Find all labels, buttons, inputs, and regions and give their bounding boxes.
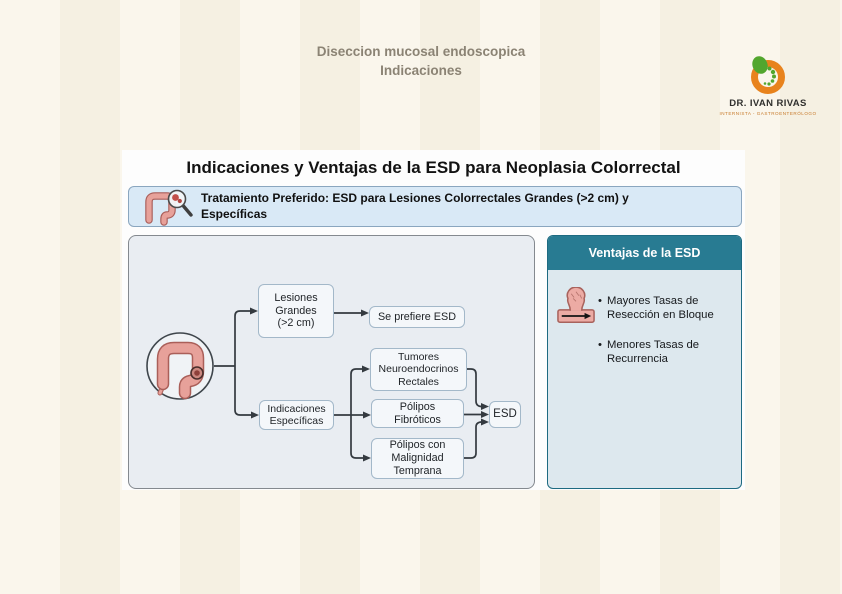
stomach-gut-logo-icon xyxy=(751,56,785,94)
doctor-name: DR. IVAN RIVAS xyxy=(729,98,807,109)
doctor-logo: DR. IVAN RIVAS INTERNISTA - GASTROENTERÓ… xyxy=(712,55,824,116)
node-polipos-malignidad: Pólipos con Malignidad Temprana xyxy=(371,438,464,479)
slide-title-line2: Indicaciones xyxy=(380,63,462,79)
colon-illustration-icon xyxy=(146,332,214,400)
node-polipos-malignidad-label: Pólipos con Malignidad Temprana xyxy=(389,439,446,477)
colon-magnifier-icon xyxy=(145,189,193,226)
node-indicaciones-especificas: Indicaciones Específicas xyxy=(259,400,334,430)
flowchart-panel: Lesiones Grandes (>2 cm) Se prefiere ESD… xyxy=(128,235,535,489)
diagram-title: Indicaciones y Ventajas de la ESD para N… xyxy=(186,158,681,177)
polyp-resection-icon xyxy=(557,287,595,323)
advantages-header: Ventajas de la ESD xyxy=(548,236,741,270)
advantage-text: Menores Tasas de Recurrencia xyxy=(606,338,700,366)
node-lesiones-grandes-label: Lesiones Grandes (>2 cm) xyxy=(274,291,318,330)
advantages-list: • Mayores Tasas de Resección en Bloque •… xyxy=(598,294,736,381)
doctor-specialty: INTERNISTA - GASTROENTERÓLOGO xyxy=(719,110,817,116)
node-esd-label: ESD xyxy=(493,407,517,420)
diagram-panel: Indicaciones y Ventajas de la ESD para N… xyxy=(122,150,745,490)
node-polipos-fibroticos-label: Pólipos Fibróticos xyxy=(394,400,441,426)
preferred-treatment-banner: Tratamiento Preferido: ESD para Lesiones… xyxy=(128,186,742,227)
bullet-dot: • xyxy=(598,338,602,351)
banner-text: Tratamiento Preferido: ESD para Lesiones… xyxy=(201,191,629,221)
node-polipos-fibroticos: Pólipos Fibróticos xyxy=(371,399,464,428)
advantages-panel: Ventajas de la ESD • Mayores Tasas de Re… xyxy=(547,235,742,489)
bullet-dot: • xyxy=(598,295,602,307)
node-se-prefiere-esd-label: Se prefiere ESD xyxy=(377,310,456,323)
advantage-text: Mayores Tasas de Resección en Bloque xyxy=(606,295,714,322)
node-tumores-neuroendocrinos: Tumores Neuroendocrinos Rectales xyxy=(370,348,467,391)
advantage-item: • Menores Tasas de Recurrencia xyxy=(598,338,736,367)
node-esd: ESD xyxy=(489,401,521,428)
node-lesiones-grandes: Lesiones Grandes (>2 cm) xyxy=(258,284,334,338)
slide-title: Diseccion mucosal endoscopica Indicacion… xyxy=(0,42,842,80)
node-se-prefiere-esd: Se prefiere ESD xyxy=(369,306,465,328)
node-indicaciones-especificas-label: Indicaciones Específicas xyxy=(267,402,326,427)
advantage-item: • Mayores Tasas de Resección en Bloque xyxy=(598,294,736,323)
flowchart-arrows xyxy=(214,307,489,462)
slide-title-line1: Diseccion mucosal endoscopica xyxy=(316,44,526,59)
node-tumores-neuroendocrinos-label: Tumores Neuroendocrinos Rectales xyxy=(378,350,459,388)
